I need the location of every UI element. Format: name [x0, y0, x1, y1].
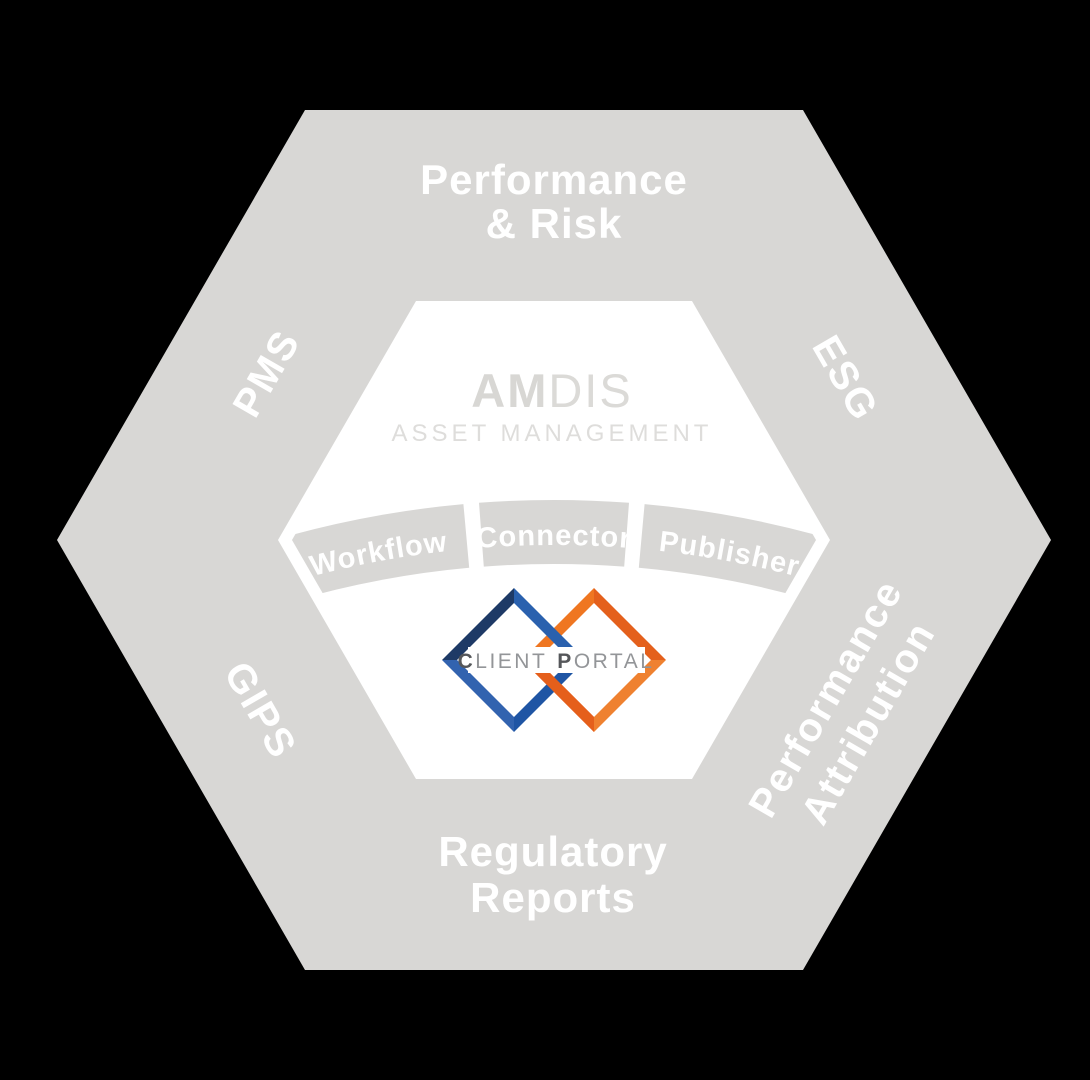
module-segment-publisher [638, 504, 816, 621]
orange-diamond-edge-lower-right [594, 660, 666, 732]
client-portal-lient: LIENT [475, 650, 547, 673]
amdis-wordmark: AMDIS [471, 364, 632, 417]
module-arc-band: Workflow Connector Publisher [292, 499, 816, 621]
blue-diamond [442, 588, 586, 732]
amdis-subtitle: ASSET MANAGEMENT [392, 420, 713, 447]
orange-diamond-edge-upper-left [522, 588, 594, 660]
label-performance-risk-line2: & Risk [486, 200, 623, 247]
label-regulatory-reports-line1: Regulatory [438, 828, 667, 875]
blue-diamond-edge-upper-left [442, 588, 514, 660]
label-performance-risk-line1: Performance [420, 156, 688, 203]
module-segment-connector [479, 499, 629, 567]
amdis-wordmark-light: DIS [548, 364, 632, 417]
amdis-brand: AMDIS ASSET MANAGEMENT [392, 364, 713, 447]
blue-diamond-edge-upper-right [514, 588, 586, 660]
client-portal-wordmark: CLIENT PORTAL [458, 650, 655, 673]
client-portal-text-band [468, 647, 645, 673]
module-label-connector: Connector [475, 520, 633, 555]
module-segment-workflow [292, 504, 470, 621]
amdis-wordmark-bold: AM [471, 364, 548, 417]
blue-diamond-edge-lower-left [442, 660, 514, 732]
blue-diamond-edge-lower-right [514, 660, 586, 732]
client-portal-ortal: ORTAL [574, 650, 655, 673]
client-portal-logo: CLIENT PORTAL [442, 588, 666, 732]
label-regulatory-reports-line2: Reports [470, 874, 636, 921]
client-portal-c: C [458, 650, 476, 673]
orange-diamond-edge-lower-left-over [522, 660, 594, 732]
client-portal-p: P [557, 650, 574, 673]
orange-diamond-edge-upper-right [594, 588, 666, 660]
